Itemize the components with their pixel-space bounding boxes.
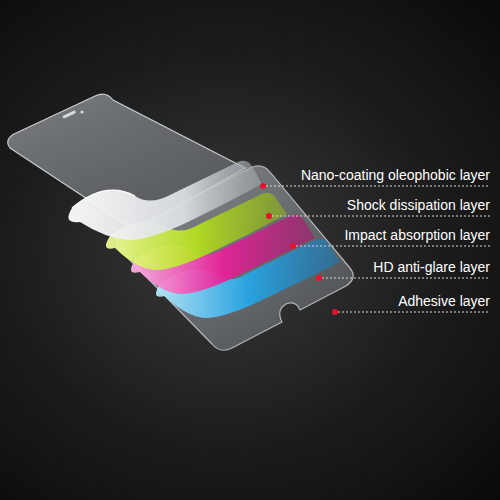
layer-label: Nano-coating oleophobic layer [301,167,490,183]
leader-lines [266,186,490,312]
layer-label: HD anti-glare layer [373,259,490,275]
layer-label: Impact absorption layer [344,227,490,243]
layer-label: Adhesive layer [398,293,490,309]
layer-label: Shock dissipation layer [347,197,490,213]
marker-dots [260,183,338,315]
